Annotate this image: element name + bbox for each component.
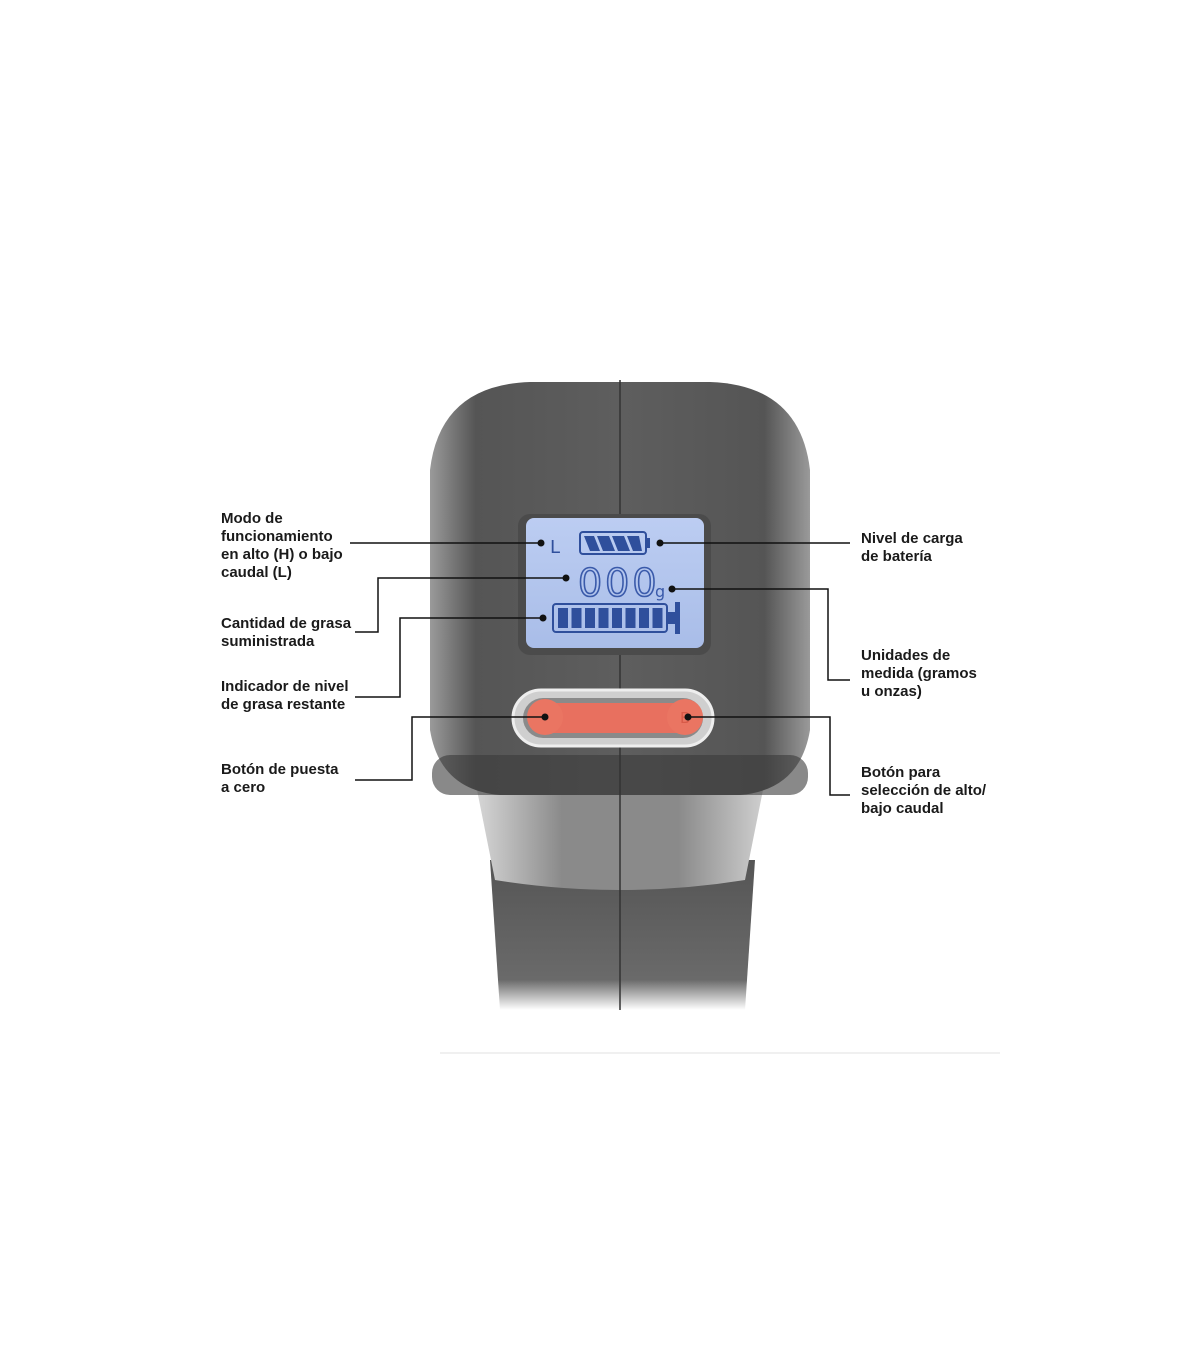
label-battery-level: Nivel de carga de batería bbox=[861, 530, 963, 565]
label-units: Unidades de medida (gramos u onzas) bbox=[861, 647, 977, 700]
battery-icon bbox=[579, 531, 650, 555]
label-grease-quantity: Cantidad de grasa suministrada bbox=[221, 615, 352, 650]
handle bbox=[490, 860, 755, 1010]
grease-level-segment bbox=[612, 608, 622, 628]
grease-level-icon bbox=[552, 602, 680, 634]
grease-level-segment bbox=[652, 608, 663, 628]
lcd-reading: 000 bbox=[578, 561, 660, 605]
grease-level-segment bbox=[585, 608, 595, 628]
leader-dots bbox=[537, 539, 692, 721]
grease-level-segment bbox=[639, 608, 649, 628]
grease-level-segment bbox=[571, 608, 582, 628]
label-grease-level: Indicador de nivel de grasa restante bbox=[221, 678, 349, 713]
leader-lines bbox=[350, 542, 850, 796]
grease-level-segment bbox=[598, 608, 609, 628]
grease-level-segment bbox=[625, 608, 636, 628]
label-operating-mode: Modo de funcionamiento en alto (H) o baj… bbox=[221, 510, 343, 581]
lcd-mode: L bbox=[550, 537, 560, 558]
label-flow-button: Botón para selección de alto/ bajo cauda… bbox=[861, 764, 987, 817]
grease-level-segment bbox=[558, 608, 568, 628]
label-reset-button: Botón de puesta a cero bbox=[221, 761, 339, 796]
lcd-unit: g bbox=[655, 582, 665, 601]
